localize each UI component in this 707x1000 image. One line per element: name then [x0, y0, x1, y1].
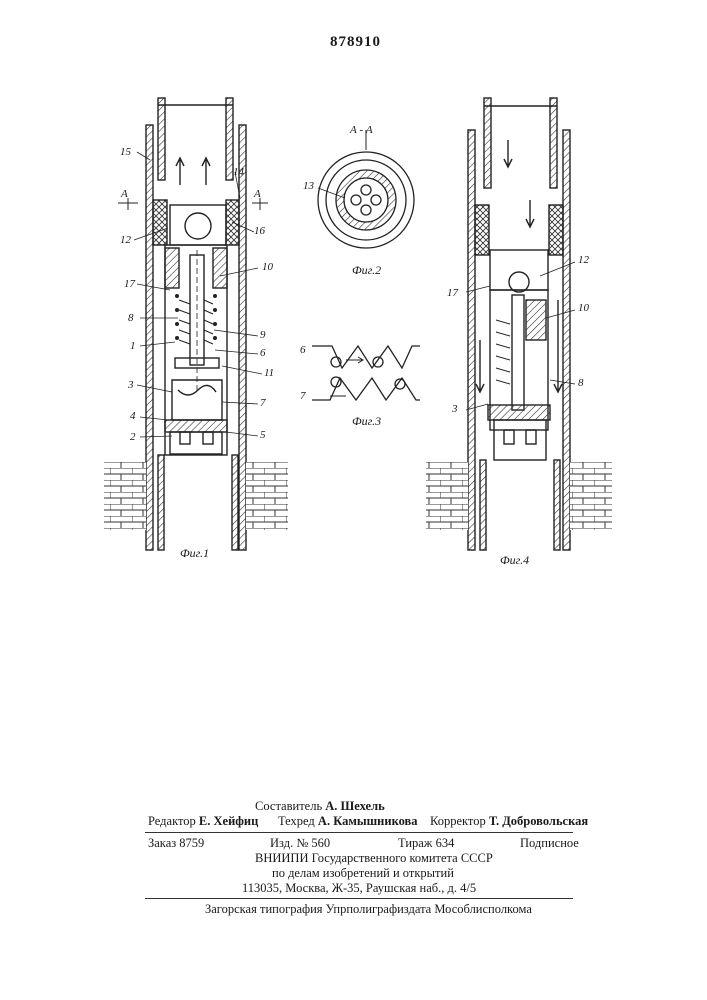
fig2-section-label: А - А — [350, 124, 373, 136]
fig3-label-7: 7 — [300, 390, 306, 402]
fig1-label-16: 16 — [254, 225, 265, 237]
imprint-subscription: Подписное — [520, 836, 579, 851]
casing-left-wall — [146, 125, 153, 550]
imprint-corrector: Корректор Т. Добровольская — [430, 814, 588, 829]
fig3-caption: Фиг.3 — [352, 414, 381, 429]
fig4-label-10: 10 — [578, 302, 589, 314]
fig1-label-7: 7 — [260, 397, 266, 409]
imprint-address: 113035, Москва, Ж-35, Раушская наб., д. … — [242, 881, 476, 896]
imprint-techred: Техред А. Камышникова — [278, 814, 418, 829]
fig1-label-8: 8 — [128, 312, 134, 324]
imprint-rule-top — [145, 832, 573, 833]
fig1-caption: Фиг.1 — [180, 546, 209, 561]
figure-4 — [466, 98, 575, 550]
formation-left-4 — [426, 462, 468, 530]
fig4-label-17: 17 — [447, 287, 458, 299]
fig4-caption: Фиг.4 — [500, 553, 529, 568]
formation-right-1 — [246, 462, 288, 530]
fig1-label-6: 6 — [260, 347, 266, 359]
fig1-label-4: 4 — [130, 410, 136, 422]
fig1-label-9: 9 — [260, 329, 266, 341]
fig1-label-15: 15 — [120, 146, 131, 158]
fig1-label-5: 5 — [260, 429, 266, 441]
ball-valve — [185, 213, 211, 239]
fig1-label-12: 12 — [120, 234, 131, 246]
fig1-label-1: 1 — [130, 340, 136, 352]
imprint-editor: Редактор Е. Хейфиц — [148, 814, 258, 829]
imprint-order: Заказ 8759 — [148, 836, 204, 851]
imprint-org-line2: по делам изобретений и открытий — [272, 866, 454, 881]
fig1-label-2: 2 — [130, 431, 136, 443]
fig2-caption: Фиг.2 — [352, 263, 381, 278]
imprint-compiler: Составитель А. Шехель — [255, 799, 385, 814]
imprint-rule-bottom — [145, 898, 573, 899]
formation-left-1 — [104, 462, 146, 530]
fig1-label-14: 14 — [233, 166, 244, 178]
fig4-label-8: 8 — [578, 377, 584, 389]
fig4-label-12: 12 — [578, 254, 589, 266]
casing-right-wall — [239, 125, 246, 550]
figure-2 — [318, 130, 414, 248]
seal-left — [153, 200, 167, 245]
fig3-label-6: 6 — [300, 344, 306, 356]
imprint-printer: Загорская типография Упрполиграфиздата М… — [205, 902, 532, 917]
fig1-label-a-left: А — [121, 188, 128, 200]
imprint-circulation: Тираж 634 — [398, 836, 454, 851]
fig1-label-a-right: А — [254, 188, 261, 200]
fig1-label-11: 11 — [264, 367, 274, 379]
fig2-label-13: 13 — [303, 180, 314, 192]
figure-3 — [312, 346, 420, 400]
fig1-label-3: 3 — [128, 379, 134, 391]
fig1-label-10: 10 — [262, 261, 273, 273]
formation-right-4 — [570, 462, 612, 530]
imprint-org-line1: ВНИИПИ Государственного комитета СССР — [255, 851, 493, 866]
fig4-label-3: 3 — [452, 403, 458, 415]
imprint-issue: Изд. № 560 — [270, 836, 330, 851]
patent-drawing — [0, 0, 707, 600]
fig1-label-17: 17 — [124, 278, 135, 290]
